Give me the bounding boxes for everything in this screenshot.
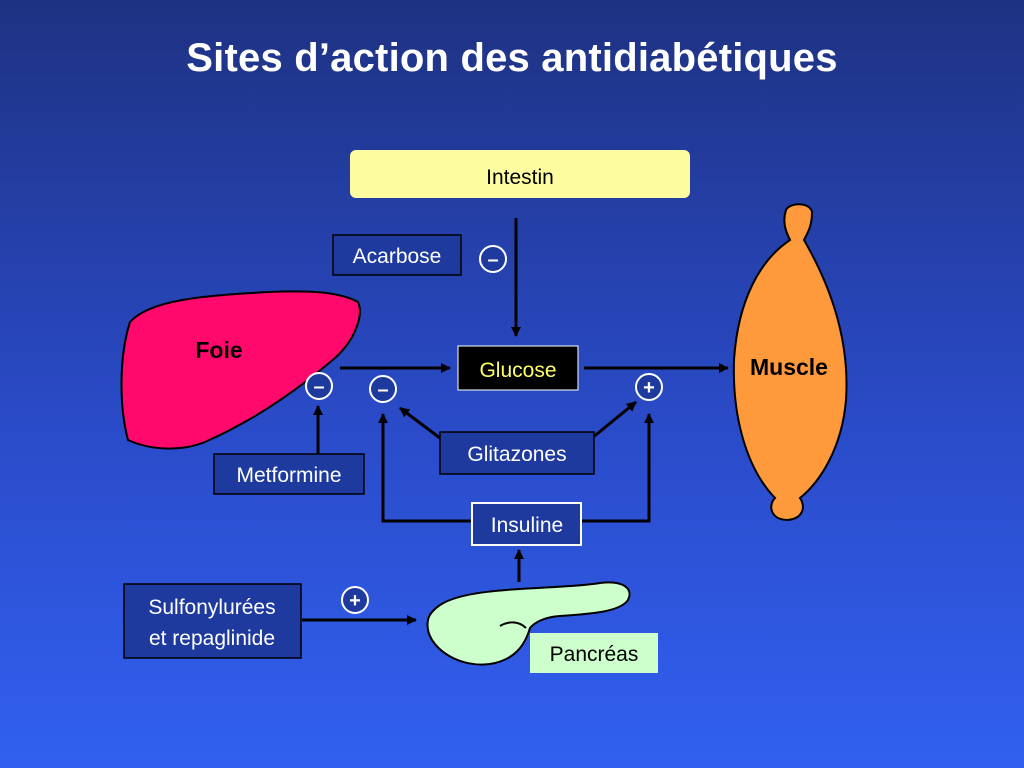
sulfonylurees-label-line2: et repaglinide	[149, 627, 275, 650]
minus-sign-circle	[369, 375, 397, 403]
arrow-insuline-right	[582, 413, 654, 523]
pancreas-organ: Pancréas	[426, 581, 658, 673]
minus-sign-icon: –	[313, 376, 324, 398]
sign-metformine: –	[305, 372, 333, 400]
acarbose-label: Acarbose	[353, 245, 442, 268]
arrow-glitazones-left	[399, 406, 441, 440]
plus-sign-icon: +	[643, 377, 655, 399]
sulfonylurees-label-line1: Sulfonylurées	[148, 596, 275, 619]
foie-label: Foie	[195, 337, 242, 363]
plus-sign-icon: +	[349, 590, 361, 612]
acarbose-box	[332, 234, 462, 276]
glucose-node: Glucose	[457, 345, 579, 391]
minus-sign-circle	[479, 245, 507, 273]
intestin-box	[350, 150, 690, 198]
glucose-box	[457, 345, 579, 391]
minus-sign-icon: –	[377, 379, 388, 401]
acarbose-node: Acarbose	[332, 234, 462, 276]
sign-acarbose: –	[479, 245, 507, 273]
metformine-node: Metformine	[213, 453, 365, 495]
insuline-node: Insuline	[471, 502, 582, 546]
liver-organ: Foie	[120, 290, 361, 450]
glitazones-label: Glitazones	[467, 443, 566, 466]
plus-sign-circle	[635, 373, 663, 401]
glitazones-node: Glitazones	[439, 431, 595, 475]
arrow-insuline-left	[378, 413, 472, 523]
sign-muscle: +	[635, 373, 663, 401]
insuline-label: Insuline	[491, 514, 563, 537]
minus-sign-icon: –	[487, 249, 498, 271]
muscle-shape	[732, 203, 848, 522]
sulfonylurees-node: Sulfonylurées et repaglinide	[123, 583, 302, 659]
slide-title: Sites d’action des antidiabétiques	[186, 36, 838, 80]
pancreas-label: Pancréas	[550, 643, 639, 666]
pancreas-shape	[426, 581, 631, 666]
metformine-box	[213, 453, 365, 495]
plus-sign-circle	[341, 586, 369, 614]
muscle-organ: Muscle	[732, 203, 848, 522]
arrows	[302, 218, 729, 625]
insuline-box	[471, 502, 582, 546]
minus-sign-circle	[305, 372, 333, 400]
intestin-label: Intestin	[486, 166, 554, 189]
arrow-glitazones-right	[591, 400, 637, 440]
pancreas-duct	[499, 621, 527, 629]
muscle-label: Muscle	[750, 354, 828, 380]
pancreas-label-box	[530, 633, 658, 673]
sign-pancreas: +	[341, 586, 369, 614]
glitazones-box	[439, 431, 595, 475]
glucose-label: Glucose	[479, 359, 556, 382]
sign-glucose-left: –	[369, 375, 397, 403]
metformine-label: Metformine	[236, 464, 341, 487]
intestin-node: Intestin	[350, 150, 690, 198]
sulfonylurees-box	[123, 583, 302, 659]
liver-shape	[120, 290, 361, 450]
